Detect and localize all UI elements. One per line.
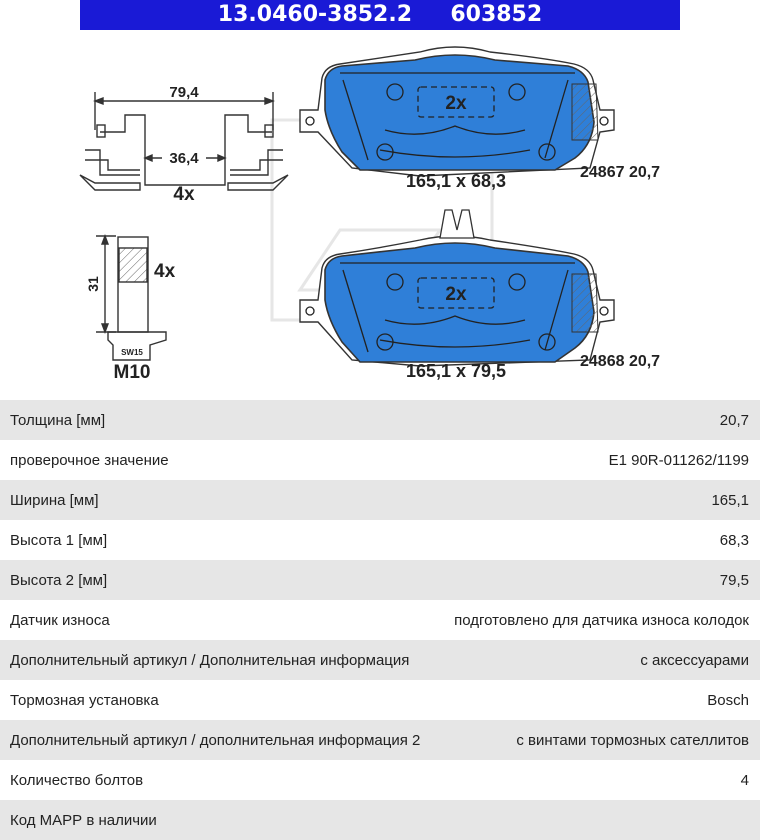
spec-value: 68,3 [719, 531, 749, 549]
spec-row: Ширина [мм] 165,1 [0, 480, 760, 520]
pad1-size: 165,1 x 68,3 [406, 171, 506, 191]
bolt-thread-size: M10 [114, 362, 151, 383]
brake-pad-2 [299, 209, 615, 367]
spec-label: Дополнительный артикул / Дополнительная … [10, 651, 410, 669]
pad2-quantity: 2x [445, 284, 467, 305]
spec-label: Ширина [мм] [10, 491, 99, 509]
spec-value: 4 [740, 771, 749, 789]
spec-value: 165,1 [711, 491, 749, 509]
spec-label: проверочное значение [10, 451, 169, 469]
spec-label: Датчик износа [10, 611, 110, 629]
spec-label: Высота 1 [мм] [10, 531, 108, 549]
bolt-wrench-size: SW15 [121, 348, 143, 357]
technical-drawing: 79,4 36,4 4x 31 4x SW15 M10 2x 16 [79, 46, 660, 383]
bolt-quantity: 4x [154, 261, 176, 282]
pad1-quantity: 2x [445, 93, 467, 114]
pad2-code: 24868 20,7 [580, 353, 660, 370]
spec-value: 20,7 [719, 411, 749, 429]
spec-row: Высота 1 [мм] 68,3 [0, 520, 760, 560]
spec-label: Толщина [мм] [10, 411, 106, 429]
spec-value: E1 90R-011262/1199 [608, 451, 749, 469]
spec-label: Код МАРР в наличии [10, 811, 157, 829]
clip-width-label: 79,4 [169, 84, 199, 101]
spec-row: Код МАРР в наличии [0, 800, 760, 840]
spec-label: Высота 2 [мм] [10, 571, 108, 589]
clip-drawing [79, 92, 289, 191]
product-header: 13.0460-3852.2 603852 [80, 0, 680, 30]
spec-label: Дополнительный артикул / дополнительная … [10, 731, 421, 749]
spec-row: Количество болтов 4 [0, 760, 760, 800]
spec-label: Количество болтов [10, 771, 144, 789]
bolt-length-label: 31 [85, 276, 101, 292]
article-number: 13.0460-3852.2 [217, 2, 413, 27]
spec-row: проверочное значение E1 90R-011262/1199 [0, 440, 760, 480]
specification-table: Толщина [мм] 20,7 проверочное значение E1 9… [0, 400, 760, 840]
pad2-size: 165,1 x 79,5 [406, 361, 506, 381]
pad1-code: 24867 20,7 [580, 164, 660, 181]
clip-inner-label: 36,4 [169, 150, 199, 167]
spec-row: Толщина [мм] 20,7 [0, 400, 760, 440]
bolt-drawing [96, 234, 167, 361]
spec-row: Дополнительный артикул / Дополнительная … [0, 640, 760, 680]
spec-value: с аксессуарами [640, 651, 749, 669]
spec-value: 79,5 [719, 571, 749, 589]
reference-number: 603852 [450, 2, 543, 27]
spec-value: Bosch [707, 691, 749, 709]
spec-row: Датчик износа подготовлено для датчика из… [0, 600, 760, 640]
spec-value: подготовлено для датчика износа колодок [454, 611, 749, 629]
spec-row: Высота 2 [мм] 79,5 [0, 560, 760, 600]
spec-row: Дополнительный артикул / дополнительная … [0, 720, 760, 760]
clip-quantity: 4x [173, 184, 195, 205]
spec-value: с винтами тормозных сателлитов [516, 731, 749, 749]
brake-pad-1 [299, 46, 615, 177]
spec-row: Тормозная установка Bosch [0, 680, 760, 720]
spec-label: Тормозная установка [10, 691, 159, 709]
